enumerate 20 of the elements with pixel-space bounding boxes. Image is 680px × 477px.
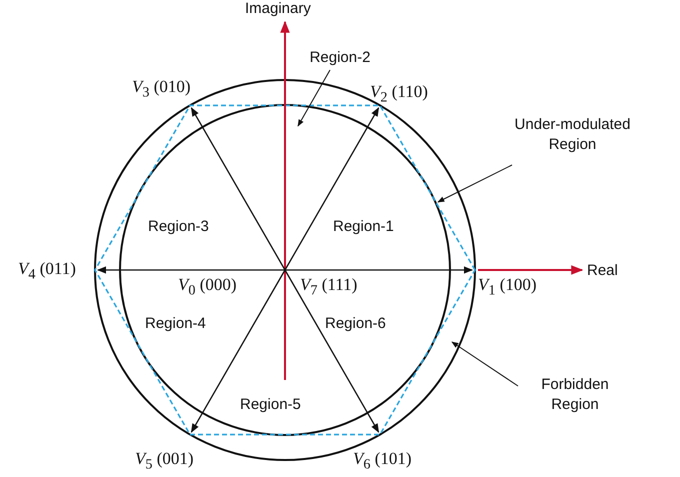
vector-label: V$_{6}$ (101) <box>353 450 412 474</box>
vector-label: V$_{2}$ (110) <box>370 83 428 106</box>
region-label: Region-6 <box>325 315 386 333</box>
leader-line <box>451 342 518 386</box>
axis-label: Real <box>587 262 618 280</box>
vector-label: V$_{1}$ (100) <box>478 276 537 300</box>
region-label: Region-3 <box>148 218 209 236</box>
leader-line <box>437 164 512 202</box>
region-label: Region-1 <box>333 218 394 236</box>
vector-label: V$_{3}$ (010) <box>132 78 191 102</box>
vector-label: V$_{5}$ (001) <box>135 450 194 474</box>
vector-label: V$_{4}$ (011) <box>18 260 76 284</box>
region-label: Region-4 <box>145 315 206 333</box>
callout-label: Forbidden Region <box>530 375 620 415</box>
region-label: Region-5 <box>240 396 301 414</box>
vector-label: V$_{0}$ (000) <box>178 276 237 300</box>
axis-label: Imaginary <box>245 0 311 18</box>
vector-label: V$_{7}$ (111) <box>300 276 358 300</box>
callout-label: Region-2 <box>300 48 380 68</box>
callout-label: Under-modulated Region <box>505 115 640 155</box>
